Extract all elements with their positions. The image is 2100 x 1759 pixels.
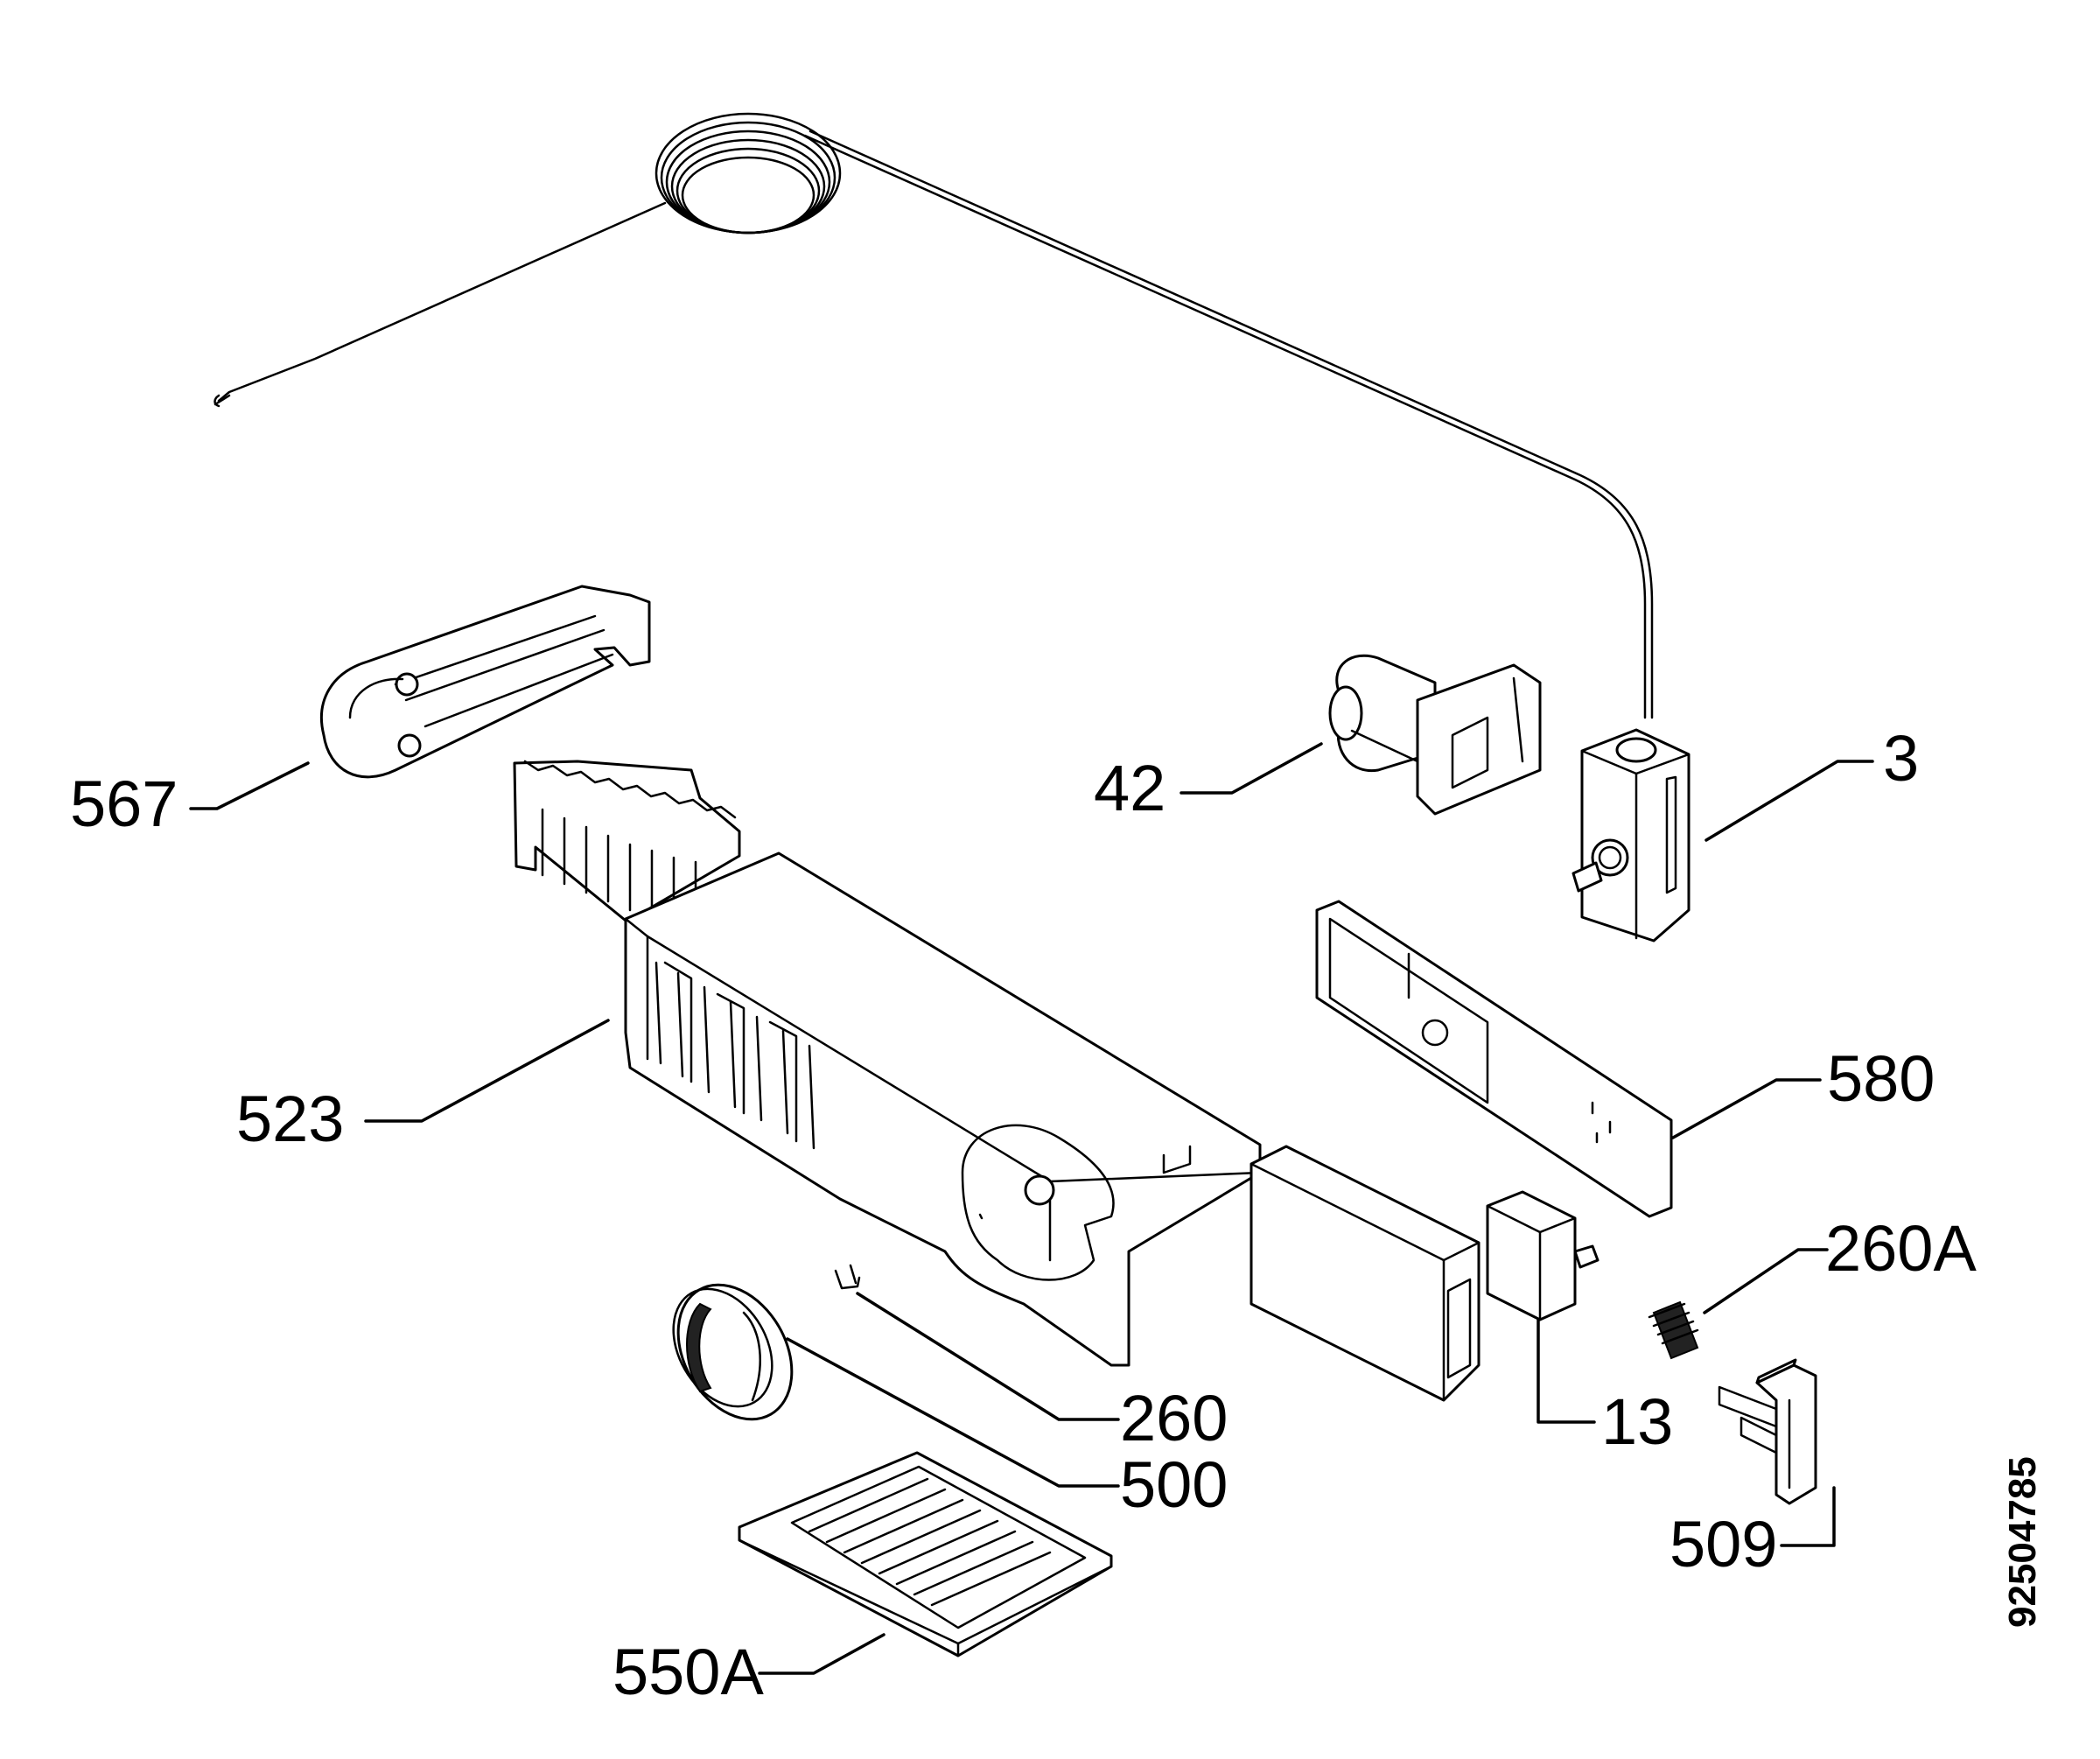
leader-42 — [1180, 742, 1323, 795]
part-3-thermostat — [1572, 728, 1690, 943]
part-42-lamp-holder — [1328, 654, 1542, 816]
part-13-switch — [1486, 1190, 1600, 1321]
lamp-cover — [1250, 1145, 1480, 1402]
leader-lines — [189, 742, 1874, 1675]
part-523-housing — [513, 760, 1262, 1367]
leader-13 — [1536, 1318, 1596, 1424]
part-567-bracket — [319, 585, 651, 779]
callout-550a: 550A — [612, 1636, 764, 1708]
leader-580 — [1671, 1078, 1822, 1139]
callout-labels: 567 42 3 523 580 260A 260 13 500 509 550… — [70, 722, 2044, 1708]
part-509-plunger — [1718, 1358, 1817, 1505]
callout-580: 580 — [1827, 1042, 1935, 1115]
leader-509 — [1780, 1486, 1836, 1547]
part-260-clip — [834, 1264, 861, 1290]
callout-13: 13 — [1601, 1385, 1673, 1458]
callout-260a: 260A — [1825, 1212, 1977, 1285]
leader-260a — [1703, 1248, 1829, 1314]
part-260a-spring — [1648, 1300, 1699, 1360]
callout-42: 42 — [1094, 752, 1166, 824]
leader-523 — [364, 1019, 610, 1123]
callout-509: 509 — [1670, 1508, 1777, 1580]
callout-523: 523 — [236, 1083, 344, 1155]
callout-260: 260 — [1120, 1382, 1228, 1454]
leader-500 — [786, 1337, 1120, 1488]
part-550a-tray — [738, 1451, 1113, 1657]
leader-3 — [1704, 760, 1874, 842]
callout-500: 500 — [1120, 1448, 1228, 1521]
part-500-knob — [672, 1283, 794, 1421]
callout-567: 567 — [70, 767, 178, 840]
callout-3: 3 — [1883, 722, 1919, 795]
leader-550a — [758, 1633, 886, 1675]
leader-260 — [856, 1292, 1120, 1421]
leader-567 — [189, 761, 310, 810]
document-id: 92504785 — [2001, 1456, 2044, 1628]
capillary-tube — [214, 112, 1654, 719]
part-580-plate — [1315, 900, 1673, 1218]
